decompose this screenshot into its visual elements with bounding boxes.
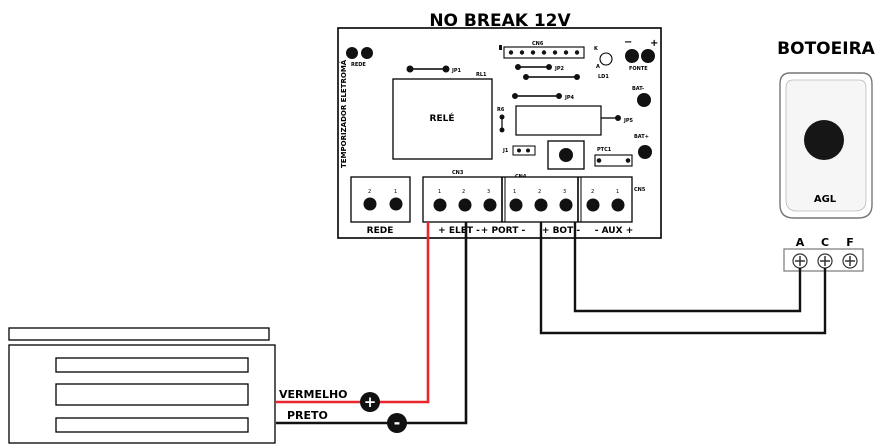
bat-minus-label: BAT-: [632, 86, 644, 92]
label-bot: + BOT -: [542, 226, 580, 236]
magnetic-lock: [8, 327, 276, 444]
button-brand: AGL: [814, 194, 837, 205]
wire-bot-to-terminal-c: [539, 222, 827, 335]
cn4-pin-label: 1: [513, 189, 516, 195]
wire-bot-to-terminal-a: [573, 222, 802, 313]
fonte-label: FONTE: [629, 66, 648, 72]
component-block: [515, 105, 602, 136]
rede-terminal-block: [350, 176, 411, 223]
relay-block: [392, 78, 493, 160]
label-aux: - AUX +: [595, 226, 633, 236]
ld1-label: LD1: [598, 74, 609, 80]
terminal-label-c: C: [821, 236, 829, 249]
k-label: K: [594, 46, 599, 52]
jp2-label: JP2: [554, 66, 565, 72]
cn4-pin-label: 2: [538, 189, 541, 195]
svg-text:+: +: [650, 38, 658, 49]
relay-label: RELÉ: [430, 112, 455, 124]
wires: [276, 222, 827, 425]
bat-minus-screw: [637, 93, 651, 107]
jp5-label: JP5: [623, 118, 634, 124]
cn3-pin-label: 1: [438, 189, 441, 195]
cn3-pin-label: 3: [487, 189, 490, 195]
label-port: + PORT -: [481, 226, 526, 236]
wire-red: [378, 222, 430, 404]
plus-icon: +: [360, 392, 380, 412]
rede-top-label: REDE: [351, 62, 366, 68]
rede-pin-label: 1: [394, 189, 397, 195]
cn5-label: CN5: [634, 187, 646, 193]
j1-jumper: [512, 145, 536, 156]
plus-symbol: +: [364, 393, 377, 411]
ptc1-component: [594, 154, 633, 167]
jp1-label: JP1: [451, 68, 462, 74]
controller-board: TEMPORIZADOR ELETROMÁ REDE JP1 RL1 RELÉ …: [337, 27, 662, 239]
cn5-pin-label: 1: [616, 189, 619, 195]
terminal-label-a: A: [796, 236, 805, 249]
push-button-panel: AGL: [779, 72, 873, 219]
cn3-label: CN3: [452, 170, 464, 176]
push-button-dome: [804, 120, 844, 160]
screw-icon: [842, 253, 858, 269]
j1-label: J1: [502, 148, 509, 154]
fonte-screw-1: [625, 49, 639, 63]
minus-symbol: -: [394, 413, 401, 432]
a-label: A: [596, 64, 600, 70]
wire-black: [405, 222, 468, 425]
screw-icon: [817, 253, 833, 269]
led-ld1: [599, 52, 613, 66]
screw-icon: [792, 253, 808, 269]
minus-icon: -: [387, 413, 407, 433]
rede-screw-1: [346, 47, 358, 59]
button-terminal-strip: [783, 248, 864, 272]
rede-screw-2: [361, 47, 373, 59]
terminal-label-f: F: [846, 236, 854, 249]
svg-text:−: −: [624, 37, 632, 48]
rede-pin-label: 2: [368, 189, 371, 195]
cn3-pin-label: 2: [462, 189, 465, 195]
bat-plus-screw: [638, 145, 652, 159]
wire-red-label: VERMELHO: [279, 388, 348, 401]
r6-label: R6: [497, 107, 505, 113]
button-title: BOTOEIRA: [777, 39, 875, 59]
fonte-screw-2: [641, 49, 655, 63]
cn5-pin-label: 2: [591, 189, 594, 195]
ptc1-label: PTC1: [597, 147, 612, 153]
cn6-label: CN6: [532, 41, 544, 47]
label-rede: REDE: [367, 226, 394, 236]
label-elet: + ELET -: [438, 226, 480, 236]
cn4-pin-label: 3: [563, 189, 566, 195]
rl1-label: RL1: [476, 72, 487, 78]
board-side-label: TEMPORIZADOR ELETROMÁ: [339, 59, 348, 168]
bat-plus-label: BAT+: [634, 134, 649, 140]
controller-title: NO BREAK 12V: [429, 11, 571, 31]
main-terminal-block: [422, 176, 633, 223]
jp4-label: JP4: [564, 95, 575, 101]
wire-black-label: PRETO: [287, 409, 328, 422]
